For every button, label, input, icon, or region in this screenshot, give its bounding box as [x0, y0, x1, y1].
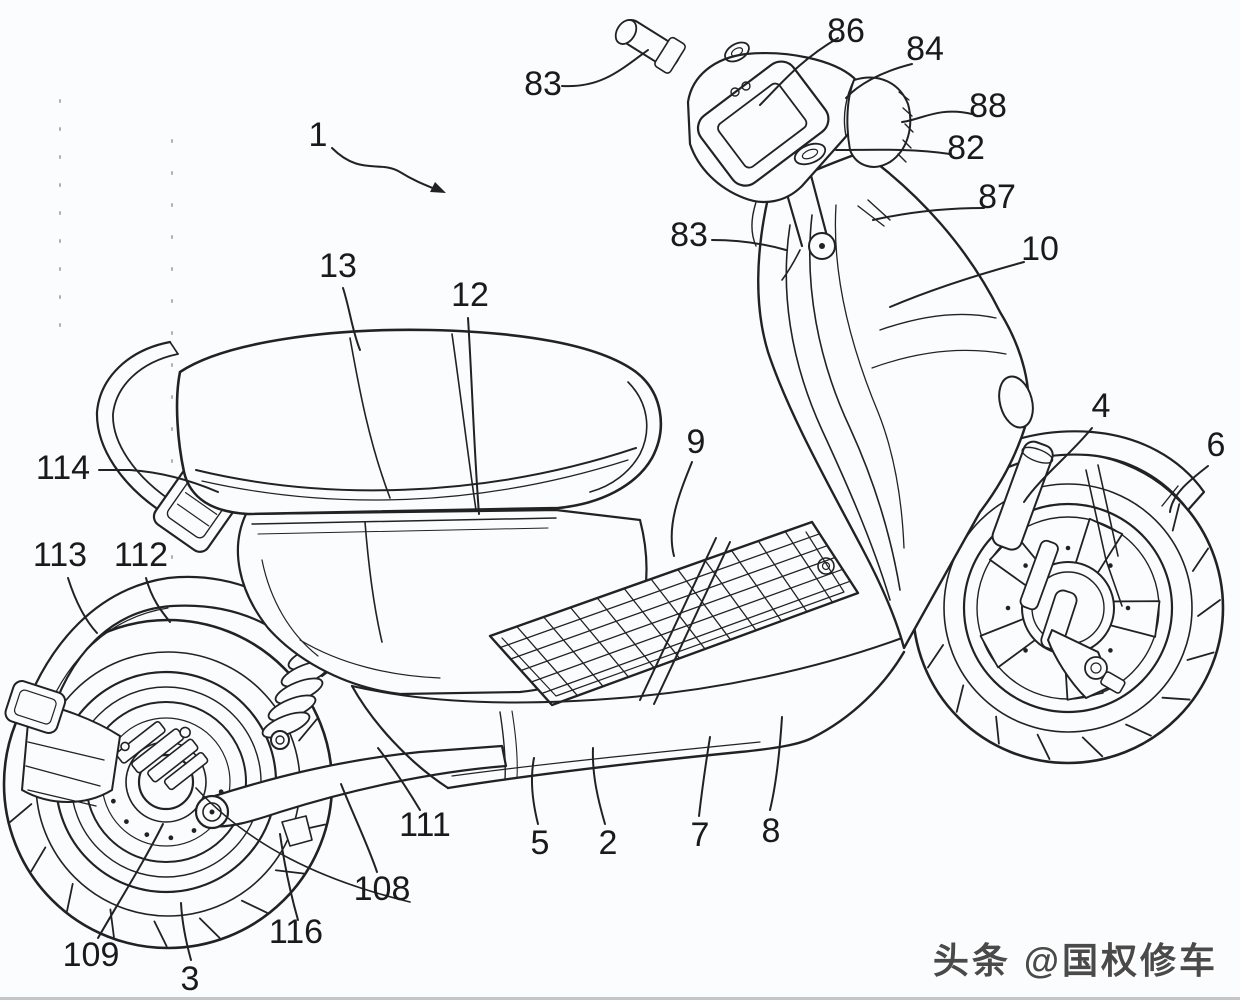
ref-label-83a: 83 — [524, 65, 562, 103]
leader-2 — [591, 747, 606, 825]
rear-grab-rail — [95, 340, 179, 518]
console-top-boss — [724, 41, 750, 63]
leader-116 — [279, 833, 299, 921]
rear-mud-flap — [4, 680, 121, 807]
ref-label-7: 7 — [691, 816, 710, 854]
ref-label-12: 12 — [451, 276, 489, 314]
left-grip — [614, 18, 686, 74]
ref-label-86: 86 — [827, 12, 865, 50]
leader-83a — [561, 49, 649, 88]
leader-5 — [530, 757, 539, 825]
leader-111 — [377, 747, 421, 811]
console-button — [730, 87, 740, 97]
front-fork — [991, 440, 1126, 699]
console-button — [741, 81, 751, 91]
leader-112 — [145, 577, 171, 623]
ref-label-114: 114 — [36, 449, 90, 487]
scan-bottom-edge — [0, 997, 1240, 1000]
ref-label-111: 111 — [399, 806, 451, 844]
ref-label-113: 113 — [33, 536, 87, 574]
front-tire-treads — [927, 503, 1221, 760]
seat-seam-front — [349, 337, 391, 499]
mat-diagonal-strip — [639, 537, 731, 705]
ref-label-2: 2 — [599, 824, 618, 862]
reference-labels: 1 83 86 84 88 82 87 83 10 13 12 114 9 4 … — [33, 12, 1226, 998]
handlebar-console — [614, 18, 914, 281]
swing-arm — [194, 744, 508, 903]
watermark: 头条 @国权修车 — [932, 940, 1218, 981]
leader-83b — [711, 239, 787, 251]
leader-1 — [331, 147, 441, 192]
leader-lines — [67, 37, 1209, 961]
ref-label-109: 109 — [63, 936, 120, 974]
front-body-panel — [757, 150, 1034, 650]
leader-82 — [835, 148, 951, 155]
mat-drain-plug — [817, 557, 835, 575]
rear-brake-caliper — [115, 720, 209, 791]
ref-label-3: 3 — [181, 960, 200, 998]
leader-88 — [901, 110, 973, 123]
ref-label-87: 87 — [978, 178, 1016, 216]
leader-4 — [1023, 427, 1093, 503]
leader-13 — [342, 287, 361, 351]
ref-label-112: 112 — [114, 536, 168, 574]
ref-label-88: 88 — [969, 87, 1007, 125]
ref-label-116: 116 — [269, 913, 323, 951]
leader-108 — [340, 783, 378, 873]
throttle-boss — [793, 142, 827, 166]
leader-7 — [698, 736, 711, 817]
leader-86 — [759, 37, 839, 106]
leader-10 — [889, 261, 1025, 308]
ref-label-82: 82 — [947, 129, 985, 167]
leader-84 — [845, 63, 913, 99]
ref-label-10: 10 — [1021, 230, 1059, 268]
ref-label-108: 108 — [354, 870, 411, 908]
leader-87 — [872, 207, 985, 221]
ref-label-84: 84 — [906, 30, 944, 68]
leader-6 — [1169, 465, 1209, 513]
ref-label-4: 4 — [1092, 387, 1111, 425]
leader-109 — [97, 823, 164, 939]
seat — [175, 328, 663, 535]
ref-label-13: 13 — [319, 247, 357, 285]
ref-label-9: 9 — [687, 423, 706, 461]
headlight-cover — [843, 76, 914, 168]
leader-3 — [180, 902, 192, 961]
brake-cable — [195, 787, 411, 903]
seat-seam-rear — [451, 333, 477, 511]
front-hub-dots — [1005, 545, 1131, 671]
ref-label-83b: 83 — [670, 216, 708, 254]
ref-label-5: 5 — [531, 824, 550, 862]
ref-label-6: 6 — [1207, 426, 1226, 464]
leader-113 — [67, 577, 98, 634]
ref-label-8: 8 — [762, 812, 781, 850]
body-oval-vent — [998, 375, 1034, 429]
cover-ribs — [897, 91, 914, 163]
ref-label-1: 1 — [309, 116, 328, 154]
rear-wheel — [2, 618, 334, 950]
seat-piping — [195, 447, 637, 492]
mat-grid-cross — [516, 530, 834, 697]
floor-mat — [488, 520, 860, 707]
leader-114 — [98, 469, 219, 493]
underbody-sill — [350, 637, 906, 790]
leader-8 — [769, 716, 783, 811]
leader-9 — [670, 461, 693, 557]
leader-1-arrowhead — [430, 182, 446, 193]
scan-artifacts — [59, 99, 173, 561]
leader-12 — [467, 317, 480, 515]
